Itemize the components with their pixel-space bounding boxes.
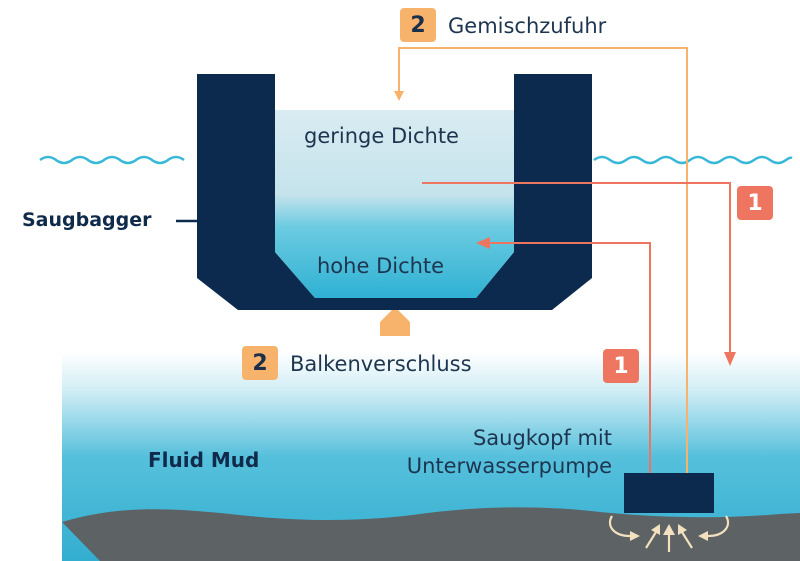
return-arrowhead [476, 237, 490, 249]
suction-head-label-line2: Unterwasserpumpe [406, 454, 612, 478]
fluid-mud-layer [62, 352, 800, 561]
feed-step-badge: 2 [400, 8, 436, 42]
intake-arrow-left-head [630, 531, 640, 541]
return-step-badge: 1 [603, 349, 639, 383]
intake-arrow-right-head [698, 531, 708, 541]
intake-arrow-mid-left-head [651, 524, 660, 535]
dredger-label: Saugbagger [22, 209, 152, 231]
fluid-mud-label: Fluid Mud [148, 448, 260, 472]
suction-head-label-line1: Saugkopf mit [472, 426, 612, 450]
beam-gate-label: Balkenverschluss [290, 352, 472, 376]
overflow-step-badge: 1 [737, 186, 773, 220]
overflow-line [422, 182, 731, 358]
gate-step-badge: 2 [242, 346, 278, 380]
feed-label: Gemischzufuhr [448, 14, 607, 38]
intake-arrow-mid-right [681, 531, 693, 549]
intake-arrow-center-head [663, 524, 675, 535]
feed-pipe-line [394, 47, 688, 476]
intake-arrow-right [707, 515, 730, 538]
water-surface-left [39, 155, 185, 165]
high-density-label: hohe Dichte [317, 254, 445, 278]
suction-head [624, 473, 714, 513]
intake-arrow-mid-left [645, 531, 657, 549]
intake-arrow-mid-right-head [678, 524, 687, 535]
seabed [62, 507, 800, 561]
hopper-content [275, 110, 514, 298]
beam-gate-shape [380, 310, 410, 336]
water-surface-right [593, 155, 793, 165]
intake-arrow-left [608, 515, 631, 538]
return-line [486, 242, 651, 476]
overflow-arrowhead [724, 352, 736, 366]
dredger-hull [197, 74, 592, 310]
low-density-label: geringe Dichte [304, 124, 459, 148]
